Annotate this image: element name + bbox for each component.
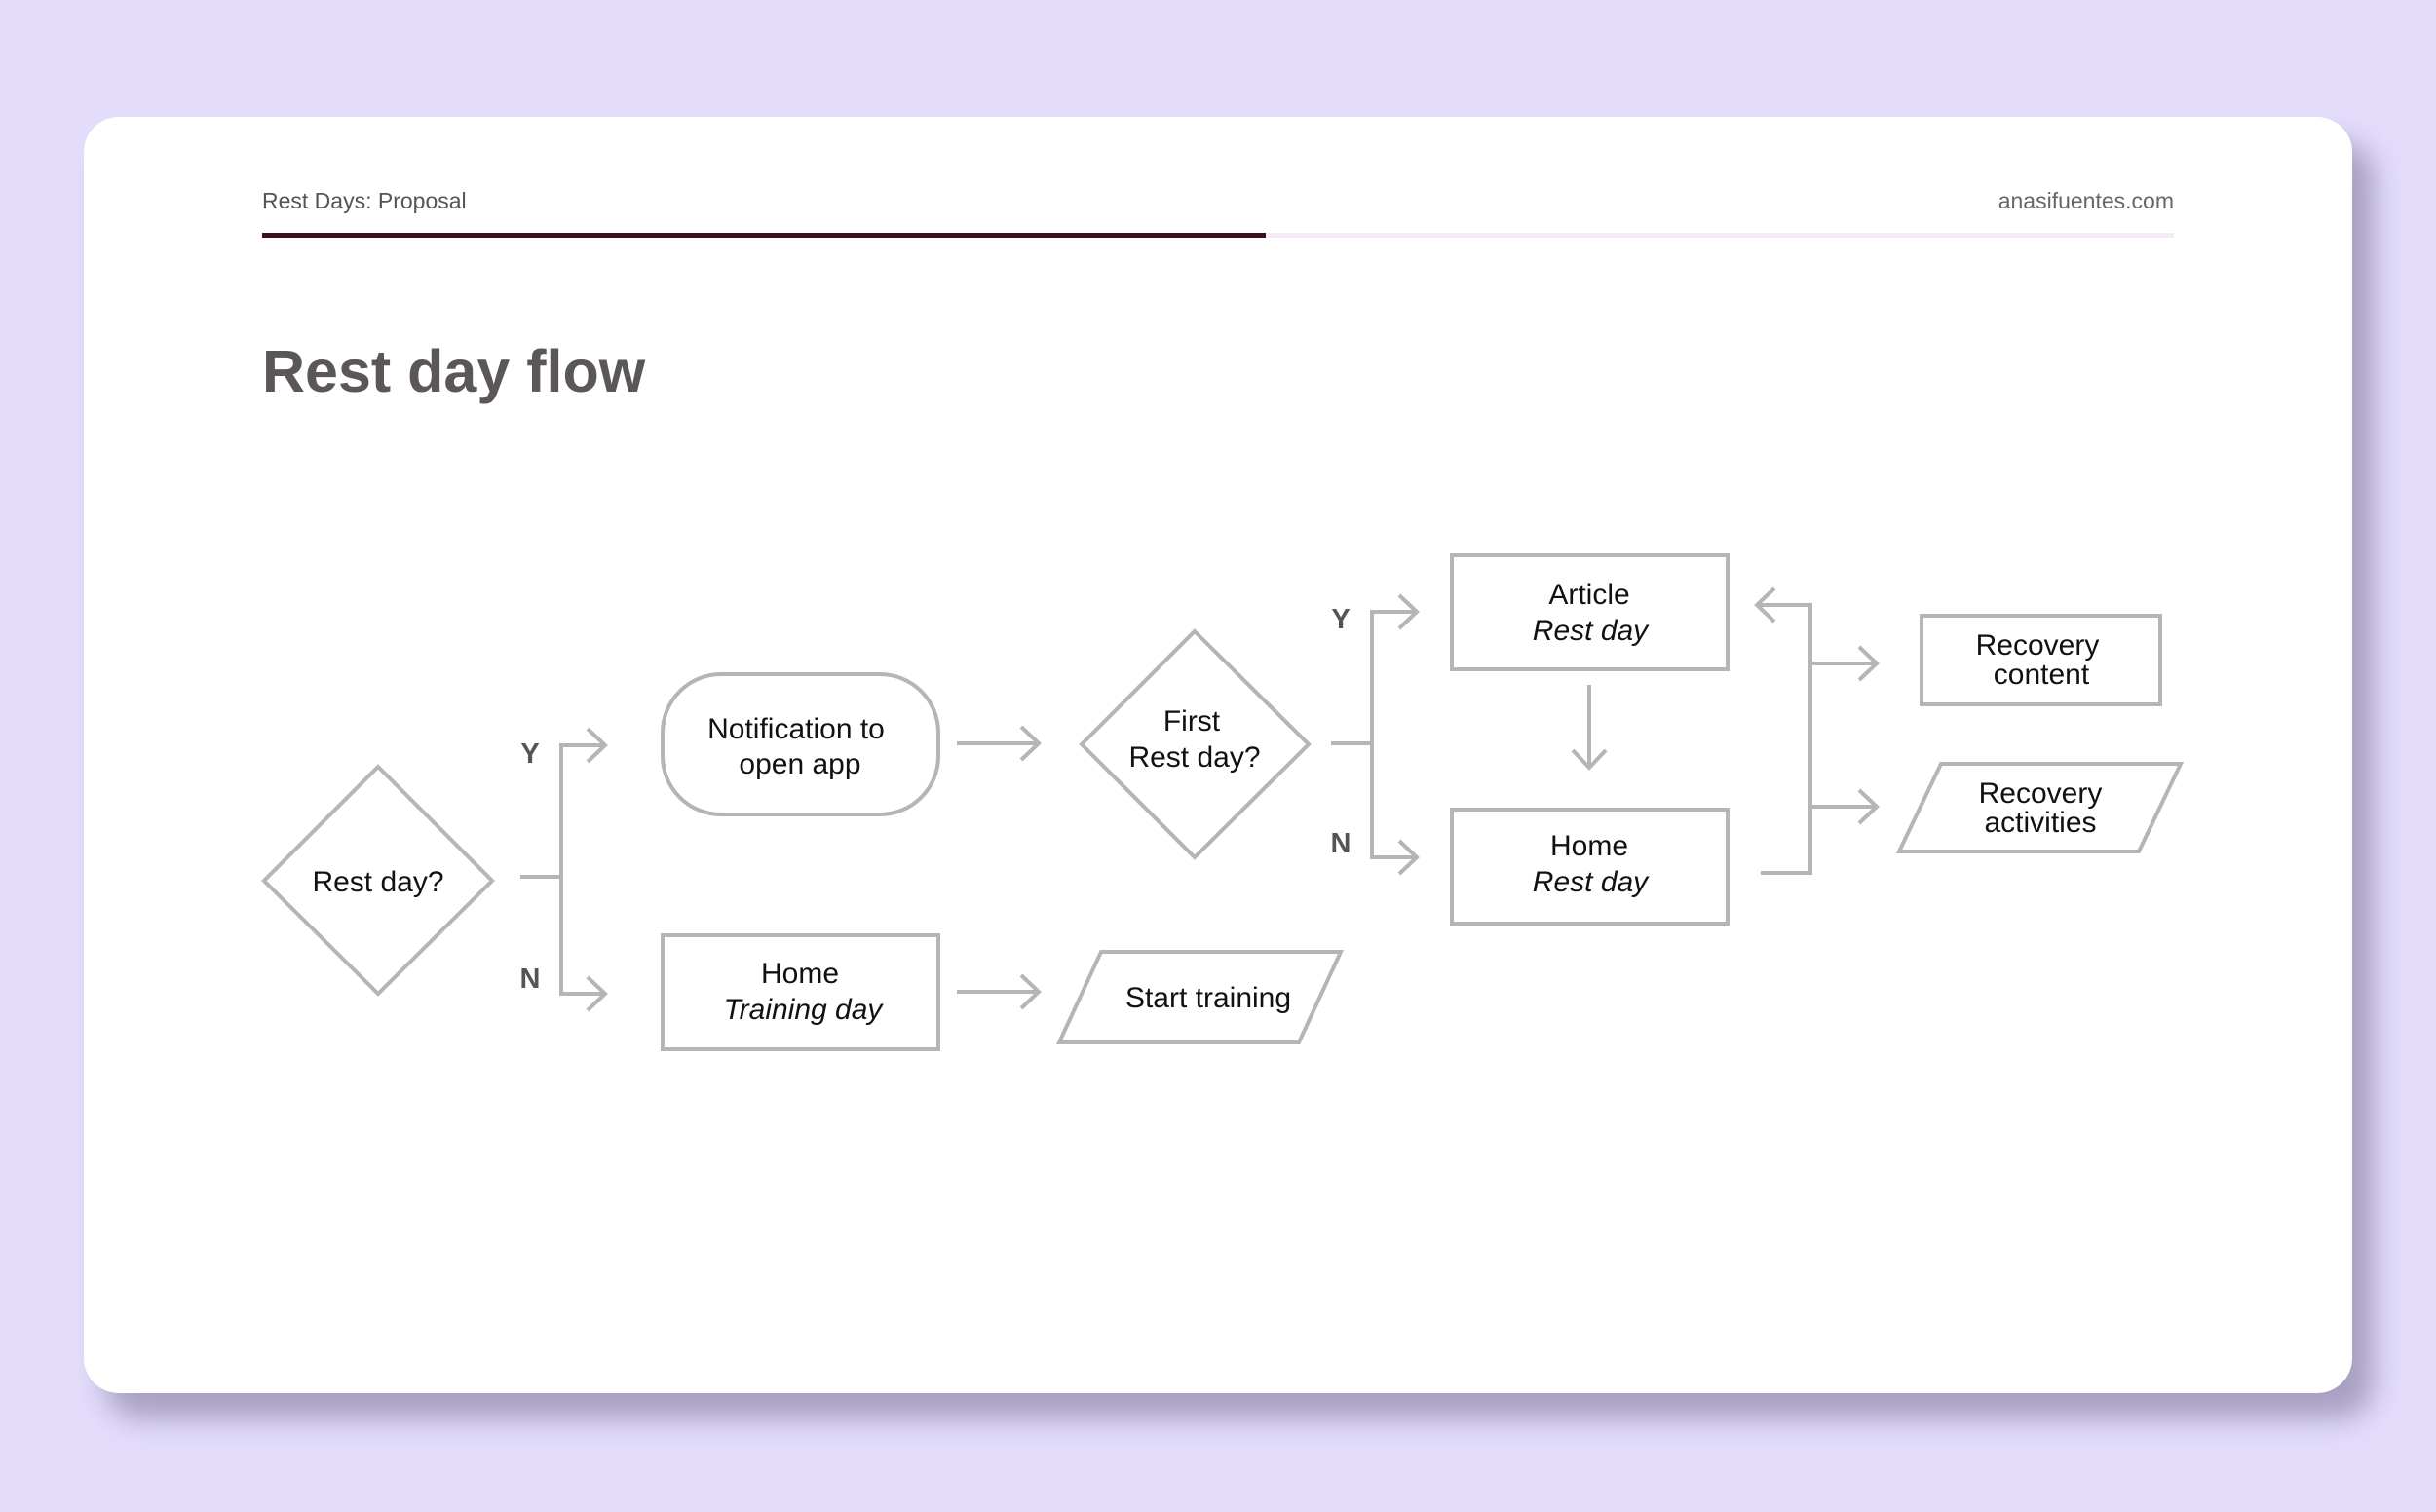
recovery-activities-node: Recovery activities (1895, 762, 2185, 853)
article-label-line2: Rest day (1533, 615, 1650, 647)
slide-card: Rest Days: Proposal anasifuentes.com Res… (84, 117, 2352, 1393)
site-url[interactable]: anasifuentes.com (1998, 188, 2174, 213)
page-title: Rest day flow (262, 338, 646, 404)
start-training-node: Start training (1055, 950, 1345, 1044)
recovery-activities-label-line1: Recovery (1979, 777, 2103, 810)
article-rest-day-node: Article Rest day (1450, 553, 1730, 671)
recovery-activities-label-line2: activities (1984, 807, 2096, 839)
no-label: N (520, 964, 541, 995)
yes-label: Y (1331, 604, 1350, 635)
first-rest-label-line2: Rest day? (1128, 741, 1260, 774)
first-rest-day-decision: First Rest day? (1079, 628, 1312, 860)
rest-day-branch: Y N (520, 727, 608, 1012)
home-training-label-line1: Home (761, 958, 839, 990)
arrow-to-first-rest (957, 725, 1042, 762)
home-rest-label-line2: Rest day (1533, 866, 1650, 898)
notification-node: Notification to open app (661, 672, 940, 816)
recovery-branch (1754, 586, 1880, 875)
first-rest-label-line1: First (1163, 705, 1221, 737)
recovery-content-label-line2: content (1994, 659, 2090, 691)
home-training-node: Home Training day (661, 933, 940, 1051)
deck-title: Rest Days: Proposal (262, 188, 467, 213)
start-training-label: Start training (1125, 982, 1291, 1014)
no-label: N (1331, 828, 1351, 859)
rest-day-decision: Rest day? (261, 764, 495, 997)
recovery-content-node: Recovery content (1920, 614, 2162, 706)
recovery-content-label-line1: Recovery (1976, 629, 2100, 662)
rest-day-label: Rest day? (312, 866, 443, 898)
arrow-article-to-home (1571, 685, 1608, 771)
flow-diagram: Rest day? Y N Notification to open app H… (261, 553, 2185, 1051)
home-training-label-line2: Training day (724, 994, 885, 1026)
home-rest-day-node: Home Rest day (1450, 808, 1730, 926)
article-label-line1: Article (1548, 579, 1629, 611)
progress-fill (262, 233, 1267, 238)
progress-bar (262, 233, 2174, 238)
home-rest-label-line1: Home (1550, 830, 1628, 862)
yes-label: Y (520, 738, 539, 770)
arrow-to-start-training (957, 973, 1042, 1010)
notification-label-line1: Notification to (707, 713, 885, 745)
first-rest-branch: Y N (1331, 593, 1420, 876)
notification-label-line2: open app (739, 748, 860, 780)
